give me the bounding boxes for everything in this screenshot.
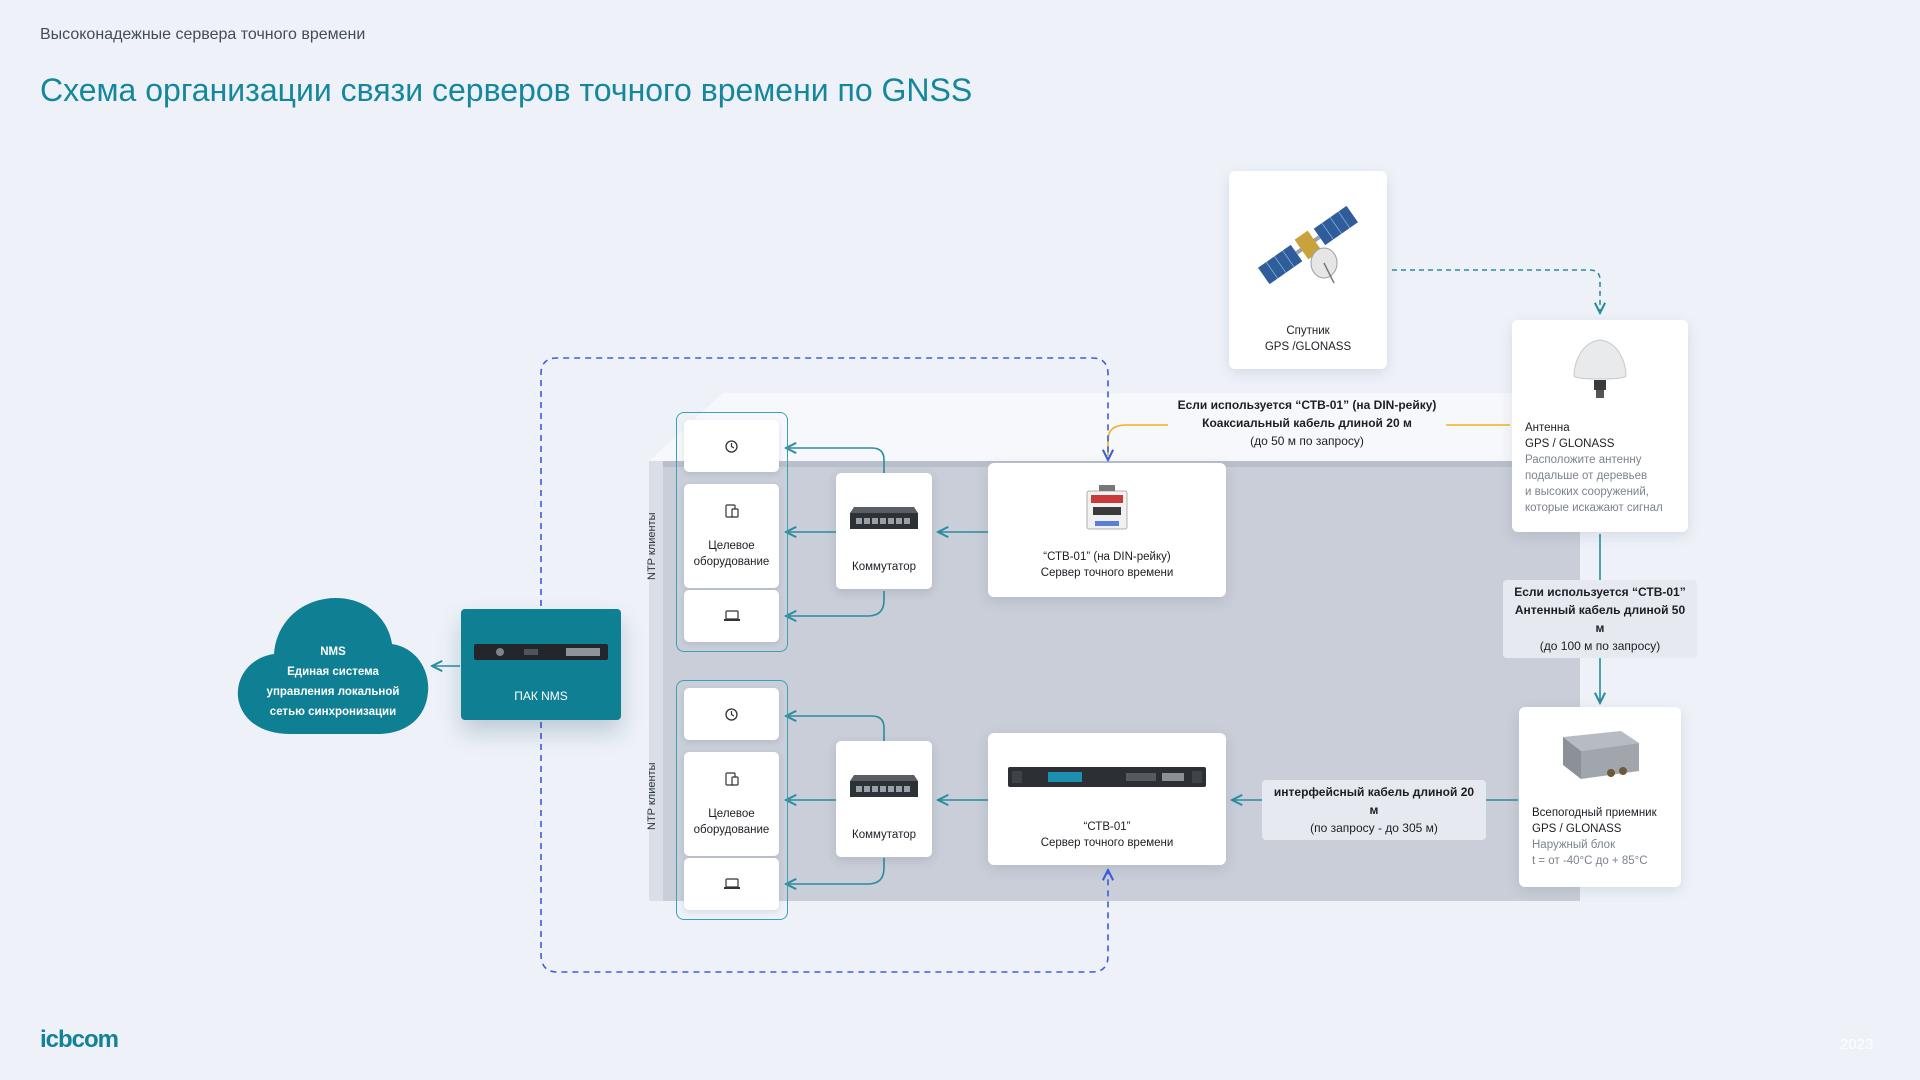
switch-top-label: Коммутатор	[852, 561, 916, 573]
rack-server-icon	[1008, 767, 1206, 787]
satellite-system: GPS /GLONASS	[1264, 341, 1352, 353]
antenna-cable-line3: (до 100 м по запросу)	[1539, 639, 1661, 653]
nms-cloud-line3: управления локальной	[266, 686, 400, 698]
page-title: Схема организации связи серверов точного…	[40, 72, 973, 108]
receiver-card: Всепогодный приемник GPS / GLONASS Наруж…	[1519, 707, 1681, 887]
client-bottom-equipment-line2: оборудование	[693, 824, 770, 836]
devices-icon	[725, 772, 739, 786]
din-server-card: “СТВ-01” (на DIN-рейку) Сервер точного в…	[988, 463, 1226, 597]
network-switch-icon	[850, 507, 918, 529]
satellite-icon	[1258, 205, 1358, 285]
antenna-note-3: и высоких сооружений,	[1525, 486, 1649, 498]
coax-cable-label: Если используется “СТВ-01” (на DIN-рейку…	[1168, 396, 1446, 450]
coax-label-line3: (до 50 м по запросу)	[1250, 434, 1364, 448]
client-top-laptop	[684, 590, 779, 642]
laptop-icon	[724, 878, 740, 889]
antenna-cable-label: Если используется “СТВ-01” Антенный кабе…	[1503, 580, 1697, 658]
clock-icon	[725, 440, 738, 453]
rack-server-icon	[474, 644, 608, 660]
coax-label-line2: Коаксиальный кабель длиной 20 м	[1202, 416, 1412, 430]
receiver-system: GPS / GLONASS	[1532, 823, 1622, 835]
antenna-note-2: подальше от деревьев	[1525, 470, 1648, 482]
gnss-antenna-icon	[1573, 339, 1627, 398]
coax-label-line1: Если используется “СТВ-01” (на DIN-рейку…	[1177, 398, 1437, 412]
antenna-cable-line2: Антенный кабель длиной 50 м	[1514, 603, 1686, 635]
antenna-card: Антенна GPS / GLONASS Расположите антенн…	[1512, 320, 1688, 532]
network-switch-icon	[850, 775, 918, 797]
nms-cloud-line1: NMS	[320, 646, 346, 658]
page-subtitle: Высоконадежные сервера точного времени	[40, 26, 366, 43]
switch-bottom-label: Коммутатор	[852, 829, 916, 841]
antenna-system: GPS / GLONASS	[1525, 438, 1615, 450]
devices-icon	[725, 504, 739, 518]
company-logo: icbcom	[40, 1026, 119, 1053]
ntp-clients-top-label: NTP клиенты	[646, 512, 658, 581]
din-rail-server-icon	[1086, 485, 1128, 530]
nms-cloud-line4: сетью синхронизации	[269, 706, 397, 718]
client-bottom-laptop	[684, 858, 779, 910]
client-bottom-equipment-line1: Целевое	[708, 808, 755, 820]
ntp-clients-bottom-group	[676, 680, 788, 920]
client-top-equipment: Целевое оборудование	[684, 484, 779, 588]
client-top-equipment-line2: оборудование	[693, 556, 770, 568]
clock-icon	[725, 708, 738, 721]
pak-nms-block: ПАК NMS	[461, 609, 621, 720]
ntp-clients-top-group	[676, 412, 788, 652]
satellite-label: Спутник	[1286, 325, 1330, 337]
client-bottom-equipment: Целевое оборудование	[684, 752, 779, 856]
footer-year: 2023	[1840, 1036, 1874, 1053]
rack-server-model: “СТВ-01”	[1083, 821, 1131, 833]
rack-server-card: “СТВ-01” Сервер точного времени	[988, 733, 1226, 865]
receiver-note-1: Наружный блок	[1532, 839, 1616, 851]
pak-nms-label: ПАК NMS	[514, 689, 568, 703]
interface-cable-line1: интерфейсный кабель длиной 20 м	[1273, 785, 1475, 817]
interface-cable-line2: (по запросу - до 305 м)	[1310, 821, 1438, 835]
rack-server-desc: Сервер точного времени	[1040, 837, 1174, 849]
client-top-clock	[684, 420, 779, 472]
antenna-note-1: Расположите антенну	[1525, 454, 1642, 466]
receiver-note-2: t = от -40°C до + 85°C	[1532, 855, 1648, 867]
client-top-equipment-line1: Целевое	[708, 540, 755, 552]
nms-cloud-line2: Единая система	[287, 666, 379, 678]
interface-cable-label: интерфейсный кабель длиной 20 м (по запр…	[1262, 780, 1486, 840]
receiver-label: Всепогодный приемник	[1532, 807, 1657, 819]
switch-bottom-card: Коммутатор	[836, 741, 932, 857]
din-server-desc: Сервер точного времени	[1040, 567, 1174, 579]
ntp-clients-bottom-label: NTP клиенты	[646, 762, 658, 831]
switch-top-card: Коммутатор	[836, 473, 932, 589]
gnss-receiver-icon	[1563, 731, 1639, 779]
nms-cloud-text: NMS Единая система управления локальной …	[240, 642, 426, 722]
client-bottom-clock	[684, 688, 779, 740]
nms-cloud-shape	[237, 598, 429, 734]
laptop-icon	[724, 610, 740, 621]
antenna-note-4: которые искажают сигнал	[1525, 502, 1663, 514]
antenna-cable-line1: Если используется “СТВ-01”	[1514, 585, 1686, 599]
din-server-model: “СТВ-01” (на DIN-рейку)	[1043, 551, 1171, 563]
satellite-card: Спутник GPS /GLONASS	[1229, 171, 1387, 369]
antenna-label: Антенна	[1525, 422, 1570, 434]
